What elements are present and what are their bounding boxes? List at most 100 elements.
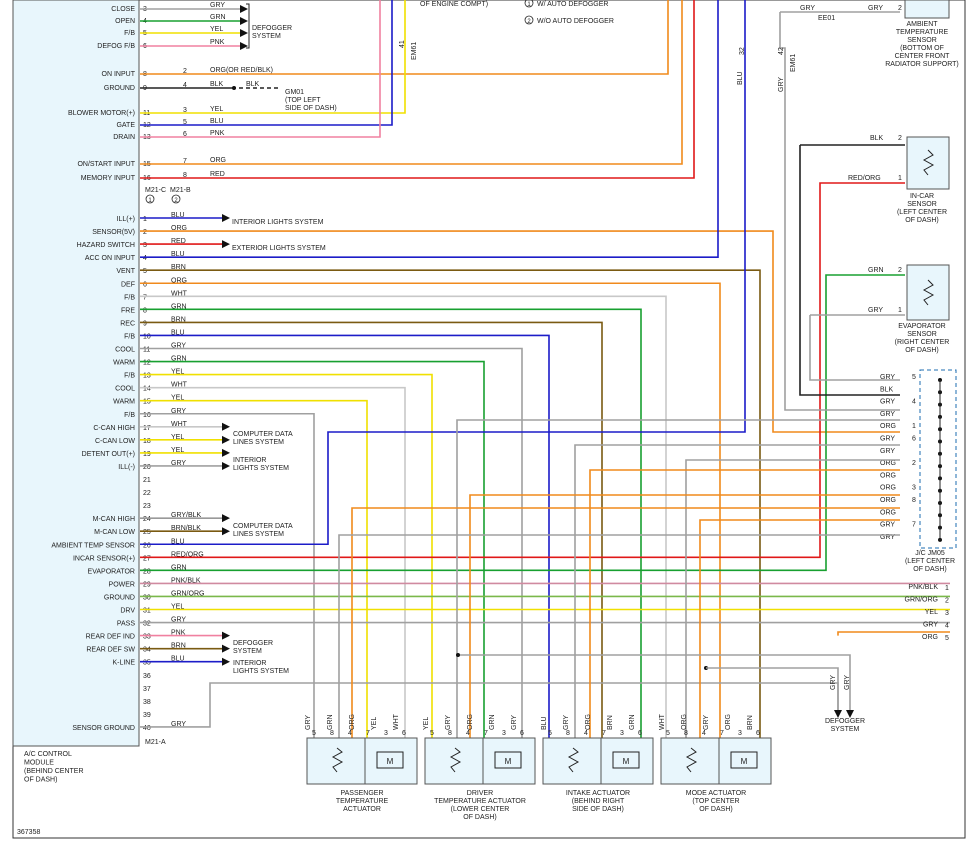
module-pin-label: DEF xyxy=(121,281,135,288)
wire-color-label: GRY xyxy=(171,721,186,728)
pin-number: 10 xyxy=(143,333,151,340)
wire-color-label: ORG xyxy=(171,225,187,232)
pin-number: 8 xyxy=(183,172,187,179)
wire-color-label: GRN/ORG xyxy=(171,590,204,597)
actuator-label: TEMPERATURE xyxy=(336,798,389,805)
wire xyxy=(685,459,900,738)
wire-color-label: GRY xyxy=(844,675,851,690)
potentiometer-icon xyxy=(567,747,580,773)
wire-color-label: ORG xyxy=(725,714,732,730)
pin-number: 19 xyxy=(143,451,151,458)
pin-number: 5 xyxy=(548,730,552,737)
system-label: LINES SYSTEM xyxy=(233,531,284,538)
wire xyxy=(140,0,746,546)
wire-color-label: YEL xyxy=(171,447,184,454)
wire xyxy=(458,654,851,710)
pin-number: 4 xyxy=(584,730,588,737)
wire-color-label: BLU xyxy=(171,329,185,336)
wire-color-label: GRY xyxy=(923,622,938,629)
module-pin-label: DETENT OUT(+) xyxy=(82,451,135,458)
motor-icon-glyph: M xyxy=(741,757,748,766)
wire xyxy=(837,631,950,636)
wire-color-label: GRY xyxy=(800,5,815,12)
connector-label: M21-B xyxy=(170,187,191,194)
wire xyxy=(140,399,368,738)
sensor-label: SENSOR xyxy=(907,201,937,208)
system-label: LIGHTS SYSTEM xyxy=(233,465,289,472)
pin-number: 7 xyxy=(720,730,724,737)
module-name-line: OF DASH) xyxy=(24,777,57,784)
pin-number: 1 xyxy=(898,307,902,314)
wire xyxy=(469,494,900,738)
pin-number: 27 xyxy=(143,555,151,562)
pin-number: 31 xyxy=(143,608,151,615)
pin-number: 23 xyxy=(143,503,151,510)
module-name-line: (BEHIND CENTER xyxy=(24,768,84,775)
pin-number: 5 xyxy=(666,730,670,737)
wire-color-label: GRY xyxy=(445,715,452,730)
wire-color-label: GRY xyxy=(511,715,518,730)
actuator-label: PASSENGER xyxy=(340,790,383,797)
module-pin-label: ILL(+) xyxy=(117,216,135,223)
potentiometer-icon xyxy=(449,747,462,773)
connector-label: EM61 xyxy=(411,42,418,60)
module-pin-label: M-CAN LOW xyxy=(94,529,135,536)
wire-color-label: BLK xyxy=(246,81,260,88)
sensor-label: AMBIENT xyxy=(906,21,938,28)
wire-color-label: ORG xyxy=(171,277,187,284)
wire-color-label: GRN xyxy=(171,356,187,363)
wire-color-label: GRY/BLK xyxy=(171,512,202,519)
wire xyxy=(140,360,485,738)
wire-color-label: YEL xyxy=(925,609,938,616)
pin-number: 7 xyxy=(484,730,488,737)
incar-sensor-box xyxy=(906,136,950,190)
system-label: EXTERIOR LIGHTS SYSTEM xyxy=(232,245,326,252)
pin-number: 13 xyxy=(143,373,151,380)
wire-color-label: GRN/ORG xyxy=(905,597,938,604)
wire xyxy=(140,0,381,138)
wire-color-label: WHT xyxy=(393,713,400,730)
system-label: SYSTEM xyxy=(233,648,262,655)
actuator-label: DRIVER xyxy=(467,790,493,797)
wire xyxy=(351,507,900,738)
wire xyxy=(699,519,900,738)
wire-color-label: GRN xyxy=(171,564,187,571)
wire-color-label: GRY xyxy=(830,675,837,690)
pin-number: 17 xyxy=(143,425,151,432)
wire xyxy=(140,0,393,126)
motor-icon xyxy=(730,751,758,769)
wire-color-label: RED/ORG xyxy=(848,175,881,182)
pin-number: 3 xyxy=(502,730,506,737)
junction-dot xyxy=(456,653,460,657)
actuator-label: OF DASH) xyxy=(463,814,496,821)
system-label: INTERIOR xyxy=(233,457,266,464)
module-pin-label: ON/START INPUT xyxy=(77,161,135,168)
pin-number: 14 xyxy=(143,386,151,393)
pin-number: 2 xyxy=(945,598,949,605)
wire-color-label: ORG xyxy=(349,714,356,730)
sensor-label: SENSOR xyxy=(907,37,937,44)
wire xyxy=(140,274,905,572)
pin-number: 26 xyxy=(143,542,151,549)
module-pin-label: F/B xyxy=(124,373,135,380)
defogger-label: SYSTEM xyxy=(252,33,281,40)
ground-point-label: GM01 xyxy=(285,89,304,96)
wire-color-label: BLU xyxy=(171,656,185,663)
wire-color-label: GRY xyxy=(880,448,895,455)
actuator-box xyxy=(542,737,654,785)
pin-number: 12 xyxy=(143,360,151,367)
wire-color-label: WHT xyxy=(171,421,188,428)
module-pin-label: C-CAN HIGH xyxy=(93,425,135,432)
motor-icon-glyph: M xyxy=(387,757,394,766)
pin-number: 8 xyxy=(684,730,688,737)
wire-color-label: BRN/BLK xyxy=(171,525,201,532)
wire-color-label: YEL xyxy=(171,395,184,402)
wire-color-label: RED xyxy=(171,238,186,245)
wire-color-label: GRN xyxy=(210,14,226,21)
wire-color-label: BLU xyxy=(737,71,744,85)
diagram-id: 367358 xyxy=(17,829,40,836)
system-label: COMPUTER DATA xyxy=(233,523,293,530)
module-pin-label: F/B xyxy=(124,30,135,37)
